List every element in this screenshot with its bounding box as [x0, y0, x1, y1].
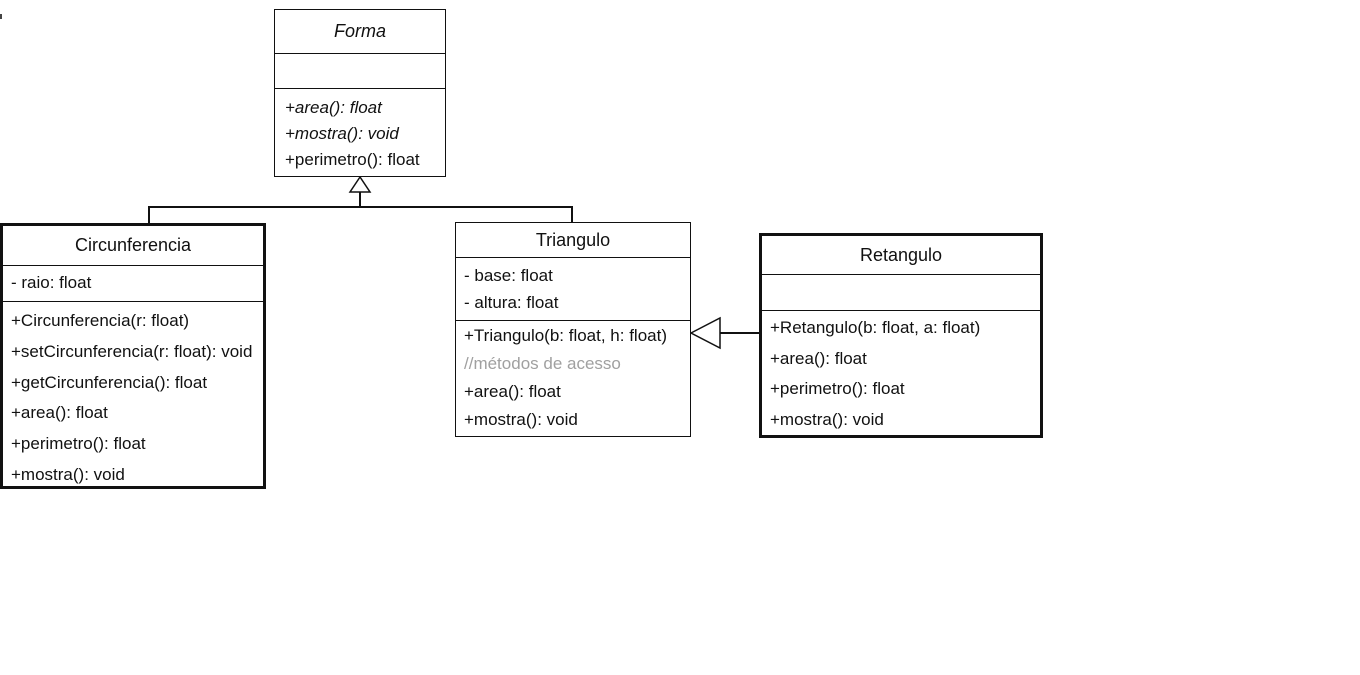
operations-compartment: +Triangulo(b: float, h: float) //métodos…	[456, 321, 690, 438]
class-circunferencia[interactable]: Circunferencia - raio: float +Circunfere…	[0, 223, 266, 489]
operations-compartment: +area(): float +mostra(): void +perimetr…	[275, 89, 445, 179]
operation: +mostra(): void	[770, 409, 884, 429]
operations-compartment: +Circunferencia(r: float) +setCircunfere…	[3, 302, 263, 495]
class-triangulo[interactable]: Triangulo - base: float - altura: float …	[455, 222, 691, 437]
operation: +setCircunferencia(r: float): void	[11, 341, 253, 361]
operation: +mostra(): void	[285, 124, 399, 143]
operation: +mostra(): void	[464, 410, 578, 429]
generalization-arrowhead-forma	[348, 175, 372, 193]
operation: +Retangulo(b: float, a: float)	[770, 318, 981, 337]
attribute: - altura: float	[464, 293, 559, 312]
generalization-arrowhead-triangulo	[689, 316, 721, 350]
class-name: Forma	[275, 10, 445, 54]
operation: +mostra(): void	[11, 464, 125, 484]
operation: +area(): float	[770, 348, 867, 368]
operation: +Triangulo(b: float, h: float)	[464, 326, 668, 345]
edge-mark	[0, 14, 2, 19]
connector-triangulo-forma	[360, 206, 573, 222]
operation: +area(): float	[11, 403, 108, 423]
operation: +Circunferencia(r: float)	[11, 311, 190, 330]
operation: +getCircunferencia(): float	[11, 372, 208, 392]
class-name: Triangulo	[456, 223, 690, 258]
attributes-compartment	[275, 54, 445, 89]
operations-compartment: +Retangulo(b: float, a: float) +area(): …	[762, 311, 1040, 439]
operation: +area(): float	[464, 382, 561, 401]
operation: +perimetro(): float	[11, 434, 146, 454]
comment: //métodos de acesso	[464, 354, 621, 373]
class-name: Circunferencia	[3, 226, 263, 266]
attribute: - base: float	[464, 266, 553, 285]
class-forma[interactable]: Forma +area(): float +mostra(): void +pe…	[274, 9, 446, 177]
attributes-compartment: - raio: float	[3, 266, 263, 302]
operation: +perimetro(): float	[770, 379, 905, 398]
attributes-compartment	[762, 275, 1040, 311]
attribute: - raio: float	[11, 273, 92, 292]
class-retangulo[interactable]: Retangulo +Retangulo(b: float, a: float)…	[759, 233, 1043, 438]
attributes-compartment: - base: float - altura: float	[456, 258, 690, 321]
connector-circunferencia-forma	[148, 206, 360, 223]
operation: +area(): float	[285, 98, 382, 117]
operation: +perimetro(): float	[285, 150, 420, 169]
class-name: Retangulo	[762, 236, 1040, 275]
